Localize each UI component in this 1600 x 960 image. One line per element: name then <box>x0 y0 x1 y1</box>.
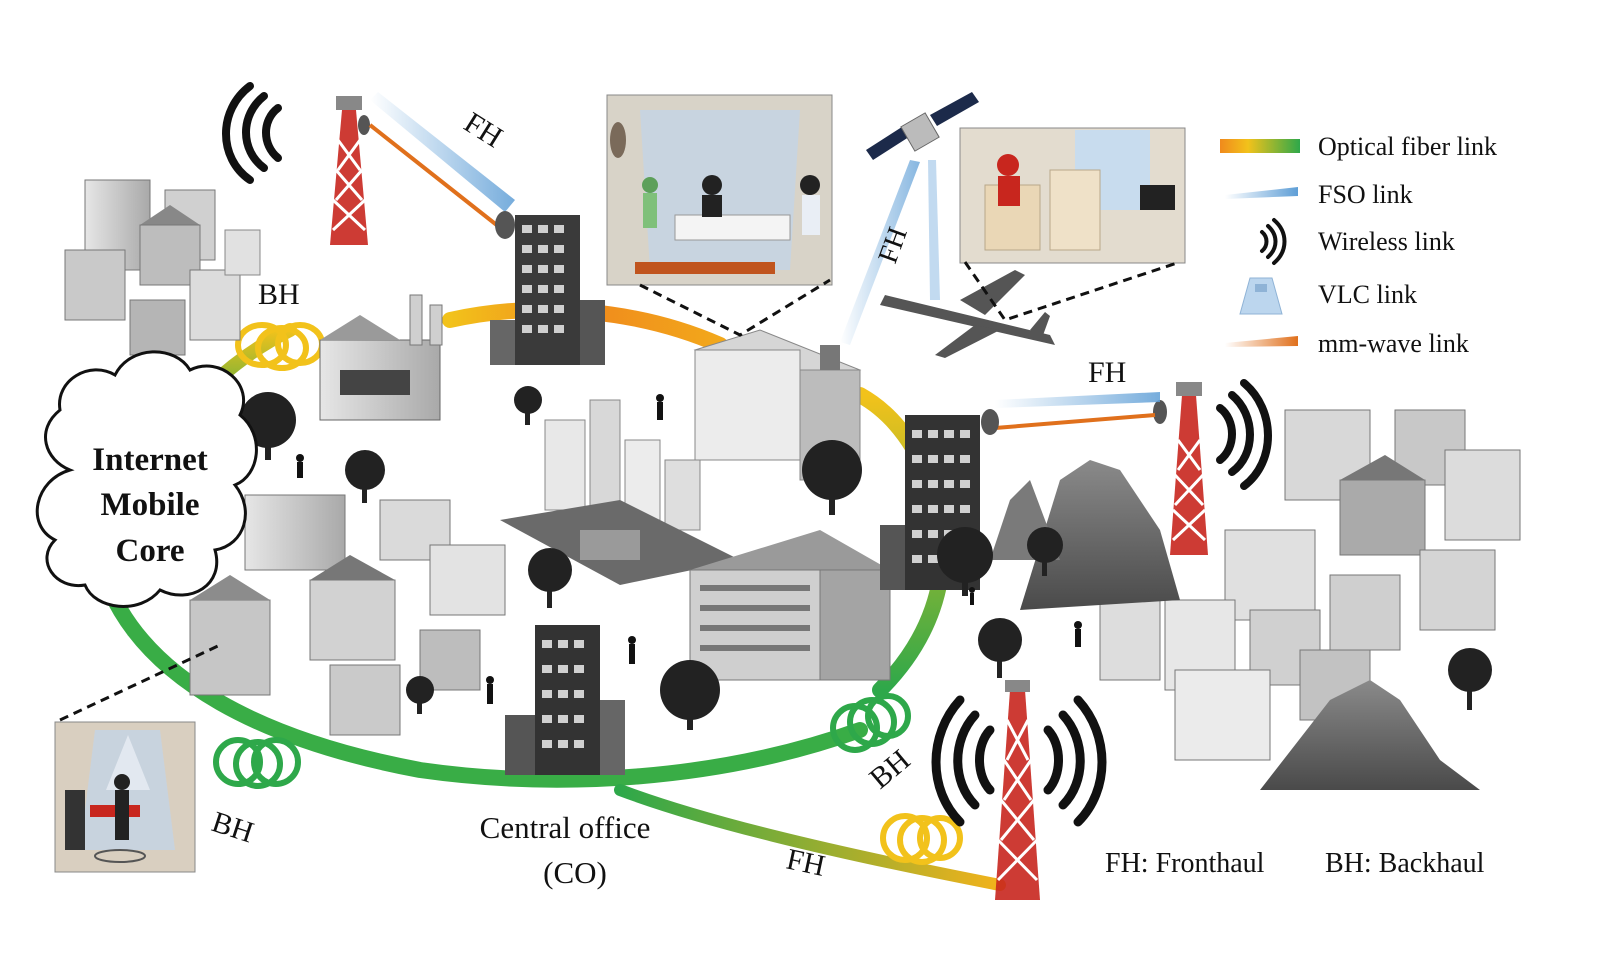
fiber-coil-top-left <box>235 322 325 371</box>
residential-cluster-left <box>189 494 506 736</box>
inset-hospital-pointer <box>639 278 831 337</box>
wireless-waves-bottom <box>931 695 1107 827</box>
legend-item-vlc: VLC link <box>1239 277 1417 315</box>
office-block-center <box>689 530 891 681</box>
tall-building-top <box>490 215 605 365</box>
label-central-office: Central office <box>480 810 651 845</box>
inset-airplane-cabin <box>959 127 1186 264</box>
label-bh-bottom-right: BH <box>863 743 916 795</box>
wireless-waves-top-left <box>222 82 282 184</box>
residential-cluster-right <box>1099 409 1521 761</box>
internet-mobile-core-cloud: Internet Mobile Core <box>35 350 258 608</box>
fso-beam-right <box>981 392 1160 435</box>
pedestrians <box>296 394 1082 704</box>
fso-beam-satellite <box>840 160 940 345</box>
mountains-bottom-right <box>1260 680 1480 790</box>
mountains-center-right <box>990 460 1180 610</box>
satellite <box>866 92 979 160</box>
legend-label-wireless: Wireless link <box>1318 227 1455 256</box>
label-fh-top: FH <box>458 106 508 154</box>
fso-beam-top <box>368 92 515 239</box>
footnote-fronthaul: FH: Fronthaul <box>1105 848 1265 879</box>
label-bh-bottom-left: BH <box>208 805 258 849</box>
cell-tower-right <box>1153 382 1208 555</box>
airplane <box>880 270 1055 358</box>
cell-tower-top-left <box>330 96 370 245</box>
cell-tower-bottom <box>995 680 1040 900</box>
wireless-waves-icon <box>1260 218 1287 265</box>
fso-beam-icon <box>1225 187 1298 199</box>
inset-hospital-room <box>606 94 833 286</box>
legend-label-mmwave: mm-wave link <box>1318 329 1469 358</box>
legend-item-wireless: Wireless link <box>1260 218 1455 265</box>
wireless-waves-right <box>1216 379 1272 490</box>
legend-label-optical-fiber: Optical fiber link <box>1318 132 1497 161</box>
central-office-building <box>505 625 625 775</box>
cloud-line-core: Core <box>115 533 184 569</box>
vlc-light-cone-icon <box>1239 277 1283 315</box>
cloud-line-internet: Internet <box>92 442 207 478</box>
legend-item-mmwave: mm-wave link <box>1225 329 1469 358</box>
cloud-line-mobile: Mobile <box>101 487 200 523</box>
legend-item-fso: FSO link <box>1225 180 1413 209</box>
legend-label-fso: FSO link <box>1318 180 1413 209</box>
legend: Optical fiber link FSO link Wireless lin… <box>1220 132 1497 358</box>
residential-cluster-top-left <box>64 179 261 356</box>
mmwave-beam-icon <box>1225 336 1298 347</box>
fiber-coil-bottom-left <box>213 737 301 789</box>
footnote-backhaul: BH: Backhaul <box>1325 848 1485 879</box>
fiber-coil-bottom-right <box>830 693 911 753</box>
optical-fiber-gradient-icon <box>1220 139 1300 153</box>
legend-label-vlc: VLC link <box>1318 280 1417 309</box>
legend-item-optical-fiber: Optical fiber link <box>1220 132 1497 161</box>
inset-vr-room <box>54 721 196 873</box>
label-fh-bottom: FH <box>784 843 828 883</box>
downtown-center <box>500 399 740 585</box>
inset-cabin-pointer <box>963 260 1181 322</box>
fiber-coil-fh <box>880 813 963 865</box>
label-central-office-co: (CO) <box>543 855 607 890</box>
label-bh-top-left: BH <box>258 278 300 311</box>
factory-building <box>319 294 443 421</box>
label-fh-right: FH <box>1088 356 1126 389</box>
